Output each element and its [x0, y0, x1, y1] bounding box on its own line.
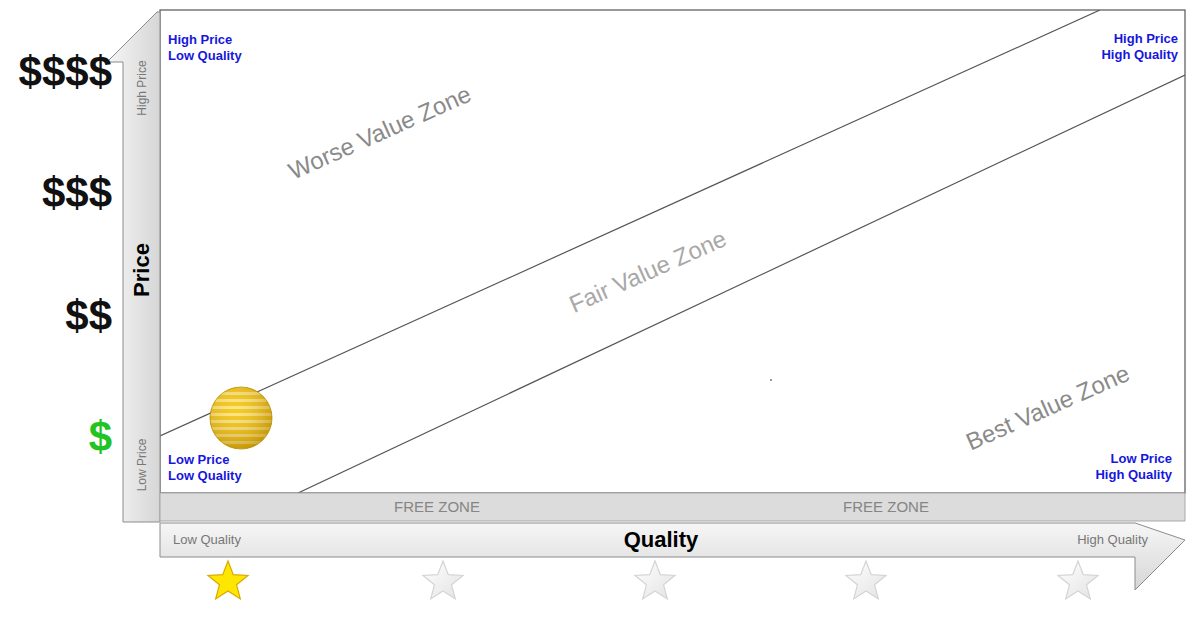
- corner-label: High Price High Quality: [1092, 31, 1178, 62]
- axis-end-label: High Quality: [1077, 532, 1148, 548]
- rating-star: [423, 561, 463, 599]
- price-axis-arrow: High PricePriceLow Price: [107, 10, 160, 523]
- price-level: $$$$: [19, 47, 112, 97]
- price-level: $$$: [42, 168, 112, 218]
- axis-end-label: Low Quality: [173, 532, 241, 548]
- price-axis-arrow-shape: [107, 12, 160, 522]
- dot-mark: [770, 379, 772, 381]
- rating-star: [1058, 561, 1098, 599]
- gold-ball: [210, 387, 272, 449]
- corner-label: Low Price High Quality: [1086, 451, 1172, 482]
- zone-label: FREE ZONE: [394, 498, 480, 516]
- free-zone-band-shape: [160, 493, 1185, 521]
- ball-shade: [210, 387, 272, 449]
- rating-star: [635, 561, 675, 599]
- corner-label: Low Price Low Quality: [168, 452, 254, 483]
- axis-end-label: High Price: [134, 60, 148, 115]
- rating-star: [208, 561, 248, 599]
- zone-label: FREE ZONE: [843, 498, 929, 516]
- quality-axis-arrow-shape: [160, 523, 1185, 590]
- ball-body: [210, 387, 272, 449]
- price-level: $: [89, 412, 112, 462]
- star-rating: [208, 561, 1098, 599]
- plot-frame: [160, 10, 1185, 493]
- free-zone-band-outline: [160, 493, 1187, 523]
- corner-label: High Price Low Quality: [168, 32, 254, 63]
- zone-divider-line: [160, 10, 1100, 436]
- free-zone-band: FREE ZONE FREE ZONE: [160, 493, 1185, 521]
- zone-dividers: [160, 10, 1185, 493]
- zone-divider-line: [298, 75, 1185, 493]
- axis-end-label: Low Price: [134, 439, 148, 492]
- quality-axis-arrow: Low Quality Quality High Quality: [160, 521, 1187, 593]
- axis-title: Quality: [624, 527, 699, 553]
- price-level: $$: [65, 291, 112, 341]
- axis-title: Price: [128, 243, 154, 297]
- rating-star: [846, 561, 886, 599]
